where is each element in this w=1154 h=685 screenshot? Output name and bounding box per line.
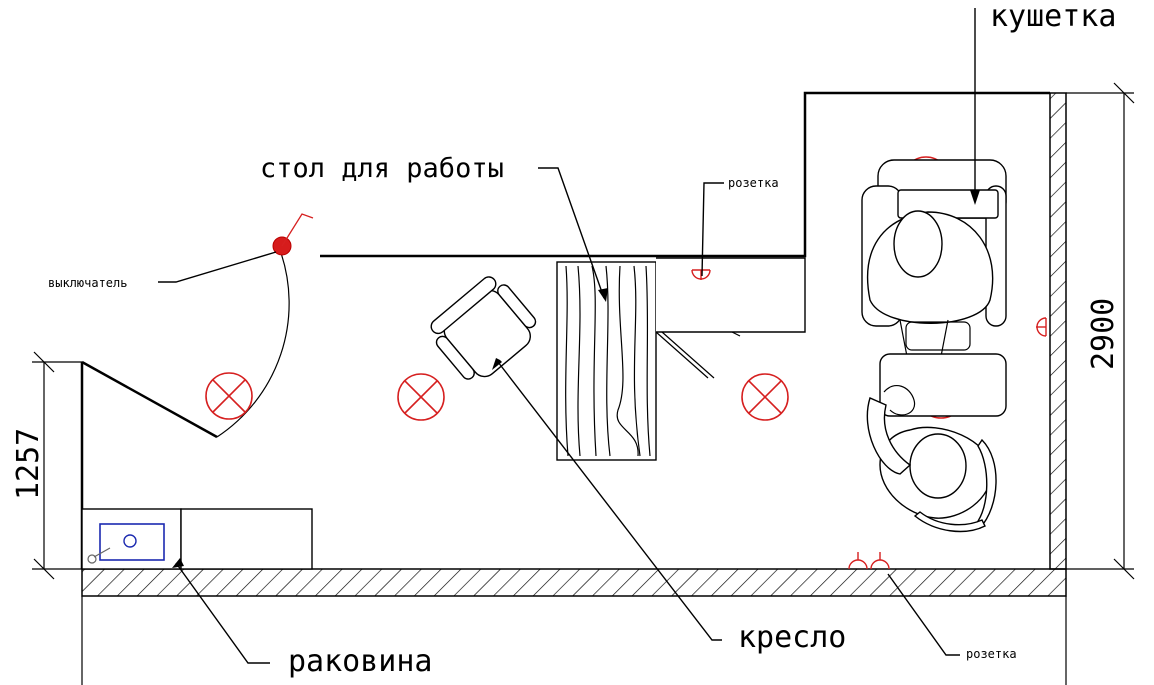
- dimension-left-value: 1257: [11, 428, 46, 500]
- light-fixture-4: [741, 373, 789, 421]
- faucet-icon: [87, 554, 97, 564]
- label-switch: выключатель: [48, 276, 127, 290]
- leader-lines: [158, 8, 980, 664]
- right-wall: [1049, 92, 1067, 570]
- wooden-desk: [556, 261, 657, 461]
- doctor-figure: [866, 384, 997, 533]
- corner-desk: [655, 257, 806, 379]
- light-fixture-2: [397, 373, 445, 421]
- sink-cabinet: [81, 508, 313, 570]
- light-fixture-1: [205, 372, 253, 420]
- dimension-right: 2900: [1066, 82, 1135, 580]
- socket-symbol-bottom: [848, 552, 890, 570]
- office-chair: [430, 276, 537, 380]
- label-socket-top: розетка: [728, 176, 779, 190]
- label-desk: стол для работы: [260, 153, 504, 184]
- dimension-left: 1257: [11, 351, 82, 580]
- bottom-wall: [81, 568, 1067, 597]
- dimension-right-value: 2900: [1086, 298, 1121, 370]
- socket-symbol-right: [1036, 317, 1047, 337]
- treatment-couch: [861, 159, 1007, 373]
- sink-basin: [99, 523, 165, 561]
- light-switch: [272, 213, 314, 256]
- sink-drain: [123, 534, 137, 548]
- socket-symbol-top: [691, 269, 711, 280]
- label-couch: кушетка: [990, 0, 1116, 34]
- label-sink: раковина: [288, 644, 433, 679]
- label-socket-bottom: розетка: [966, 647, 1017, 661]
- door-swing: [216, 249, 290, 438]
- side-table: [879, 353, 1007, 417]
- label-armchair: кресло: [738, 620, 846, 655]
